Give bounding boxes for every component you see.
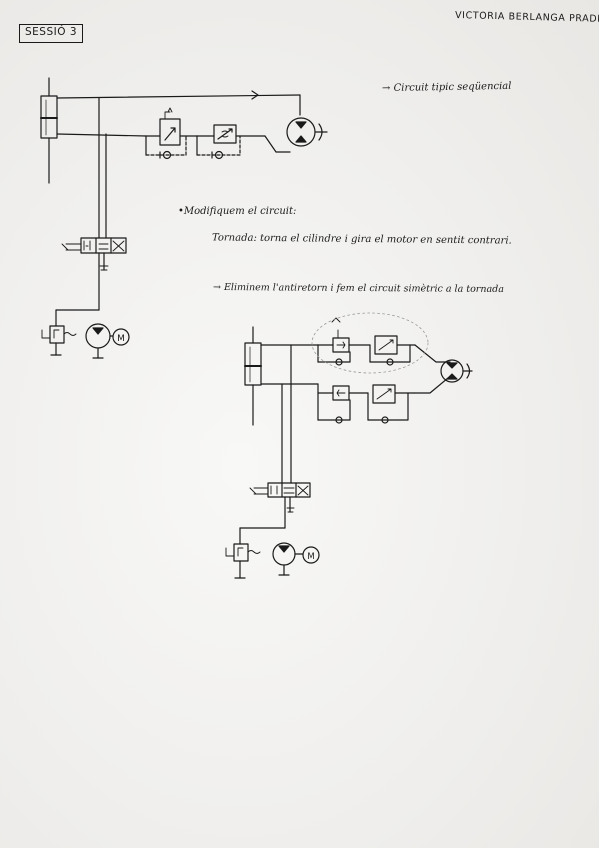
session-box: SESSIÓ 3 — [19, 24, 83, 43]
cylinder-1-pressure-line — [57, 91, 300, 238]
cylinder-2 — [245, 327, 261, 425]
motor-2-label: M — [307, 552, 314, 562]
lower-branch — [261, 378, 448, 483]
cylinder-1-return-line — [57, 108, 290, 238]
hydraulic-motor-1 — [287, 118, 327, 146]
directional-valve-1 — [62, 238, 126, 310]
pump-group-2 — [226, 528, 319, 578]
motor-1-label: M — [117, 334, 125, 344]
modify-circuit-note: •Modifiquem el circuit: — [178, 206, 297, 217]
upper-branch — [261, 313, 450, 483]
pump-group-1 — [42, 310, 129, 358]
cylinder-1 — [41, 78, 57, 183]
circuit-2: M — [226, 313, 472, 578]
session-label: SESSIÓ 3 — [25, 26, 78, 38]
hydraulic-motor-2 — [441, 360, 472, 382]
circuit-1: M — [41, 78, 327, 358]
directional-valve-2 — [250, 483, 310, 528]
